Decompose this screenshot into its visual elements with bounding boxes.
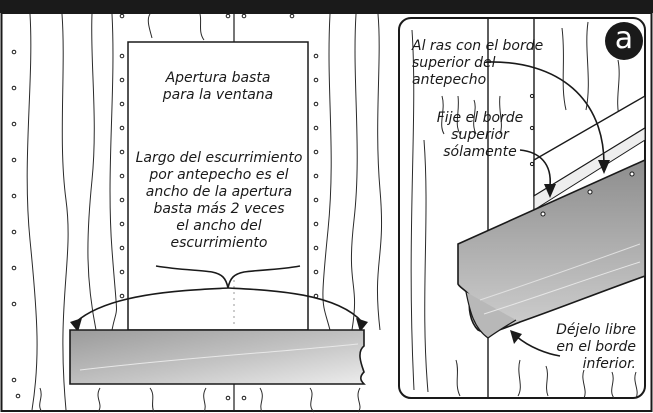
wood-grain [26,13,383,413]
fix-label: Fije el borde superior sólamente [436,110,524,160]
arrow-right [227,287,363,323]
detail-panel [398,17,646,399]
window-opening [127,41,309,331]
detail-badge: a [605,22,643,60]
sill-flashing [69,329,366,385]
top-bar [0,0,653,13]
arrow-left [75,287,229,323]
flush-label: Al ras con el borde superior del antepec… [412,38,544,88]
opening-label: Apertura basta para la ventana [162,70,274,103]
frame [0,12,653,412]
free-label: Déjelo libre en el borde inferior. [556,322,636,372]
length-label: Largo del escurrimiento por antepecho es… [135,150,303,251]
